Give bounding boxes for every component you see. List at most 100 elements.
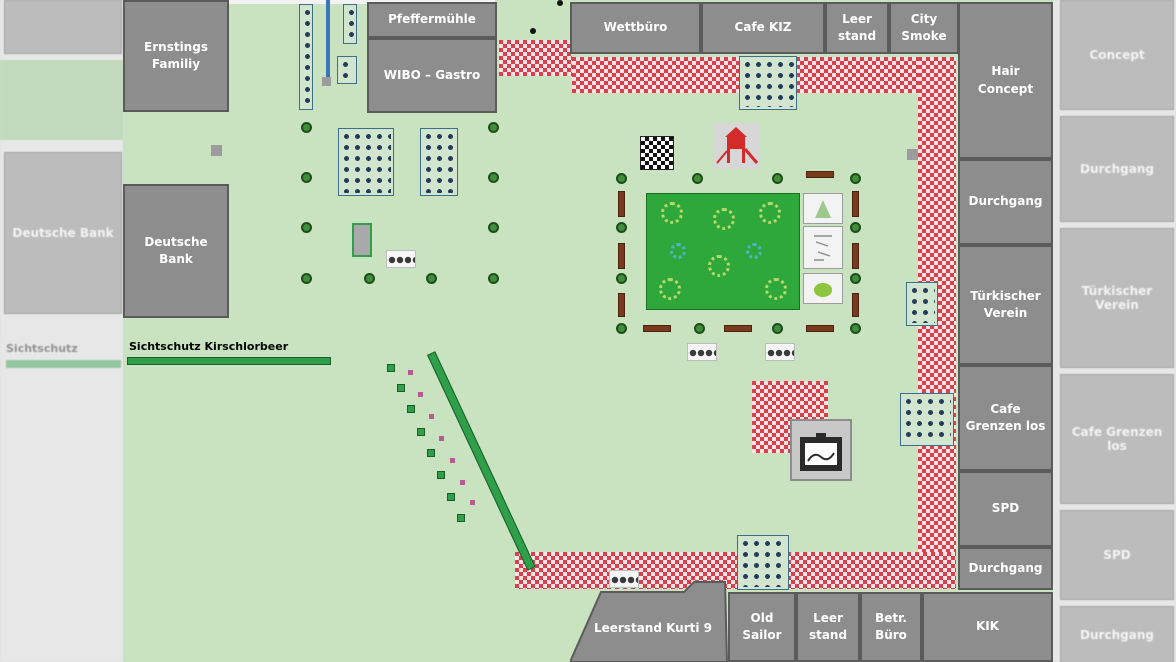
- table-set-icon: [343, 4, 357, 44]
- bike-rack-icon: [765, 343, 795, 361]
- white-path-top: [229, 0, 495, 4]
- pink-marker: [450, 458, 455, 463]
- bench-icon: [806, 171, 834, 178]
- building-ernstings: Ernstings Familiy: [123, 0, 229, 112]
- play-element-icon: [815, 199, 831, 218]
- bg-label-left-1: Deutsche Bank: [12, 226, 114, 240]
- bg-label-right-2: Durchgang: [1080, 162, 1154, 176]
- planter: [457, 514, 465, 522]
- tree-icon: [772, 323, 783, 334]
- pink-marker: [418, 392, 423, 397]
- table-set-icon: [337, 56, 357, 84]
- play-element-icon: [814, 282, 832, 297]
- tree-icon: [301, 172, 312, 183]
- building-kik: KIK: [922, 592, 1053, 662]
- central-lawn: [646, 193, 800, 310]
- fountain-icon: [790, 419, 852, 481]
- bg-building-right-3: Türkischer Verein: [1060, 228, 1174, 368]
- label-old-sailor: Old Sailor: [742, 610, 782, 642]
- hedge-diagonal: [427, 351, 536, 571]
- bench-icon: [852, 191, 859, 217]
- blurred-background-left: Deutsche Bank Sichtschutz: [0, 0, 123, 662]
- planter: [387, 364, 395, 372]
- playground-icon: [713, 123, 759, 169]
- building-leerstand-kurti-shape: [570, 581, 729, 662]
- label-leerstand-kurti: Leerstand Kurti 9: [593, 621, 713, 635]
- building-betr-buero: Betr. Büro: [860, 592, 922, 662]
- table-set-icon: [338, 128, 394, 196]
- label-betr-buero: Betr. Büro: [875, 610, 907, 642]
- label-leerstand-bottom: Leer stand: [808, 610, 848, 642]
- building-leerstand-bottom: Leer stand: [796, 592, 860, 662]
- marker-pole-base: [322, 77, 331, 86]
- bg-building-right-6: Durchgang: [1060, 606, 1174, 662]
- planter: [437, 471, 445, 479]
- flower-bed-icon: [708, 255, 730, 277]
- tree-icon: [772, 173, 783, 184]
- building-wettbuero: Wettbüro: [570, 2, 701, 54]
- blurred-background-right: Concept Durchgang Türkischer Verein Cafe…: [1052, 0, 1176, 662]
- bench-icon: [643, 325, 671, 332]
- bg-lawn-left: [0, 60, 123, 140]
- marker-dot: [530, 28, 536, 34]
- bg-building-left-1: [4, 0, 122, 54]
- building-durchgang-2: Durchgang: [958, 547, 1053, 590]
- label-cafe-kiz: Cafe KIZ: [734, 20, 792, 35]
- tree-icon: [850, 222, 861, 233]
- marker-right: [907, 149, 918, 160]
- tree-icon: [426, 273, 437, 284]
- tree-icon: [616, 273, 627, 284]
- info-sketch-icon: [814, 234, 832, 261]
- building-durchgang-1: Durchgang: [958, 159, 1053, 245]
- blue-water-channel: [326, 0, 330, 80]
- building-cafe-grenzenlos: Cafe Grenzen los: [958, 365, 1053, 471]
- pink-marker: [429, 414, 434, 419]
- bench-icon: [618, 243, 625, 269]
- table-set-icon: [420, 128, 458, 196]
- tree-icon: [488, 172, 499, 183]
- tree-icon: [616, 173, 627, 184]
- hedge-kirschlorbeer: [127, 357, 331, 365]
- building-wibo: WIBO – Gastro: [367, 38, 497, 113]
- planter: [397, 384, 405, 392]
- tree-icon: [488, 273, 499, 284]
- pink-marker: [460, 480, 465, 485]
- label-spd: SPD: [991, 501, 1020, 516]
- paving-top-left: [499, 40, 572, 76]
- site-plan: Ernstings Familiy Deutsche Bank Pfefferm…: [123, 0, 1053, 662]
- pink-marker: [439, 436, 444, 441]
- tree-icon: [692, 173, 703, 184]
- bench-icon: [852, 293, 859, 317]
- label-tuerkischer-verein: Türkischer Verein: [970, 288, 1041, 320]
- planter: [417, 428, 425, 436]
- building-old-sailor: Old Sailor: [728, 592, 796, 662]
- bg-label-right-3: Türkischer Verein: [1081, 284, 1153, 312]
- bench-icon: [618, 191, 625, 217]
- building-spd: SPD: [958, 471, 1053, 547]
- bg-label-left-2: Sichtschutz: [6, 342, 78, 355]
- label-city-smoke: City Smoke: [901, 11, 947, 43]
- building-tuerkischer-verein: Türkischer Verein: [958, 245, 1053, 365]
- building-city-smoke: City Smoke: [889, 2, 959, 54]
- bench-icon: [724, 325, 752, 332]
- bench-icon: [618, 293, 625, 317]
- label-wibo: WIBO – Gastro: [383, 67, 481, 82]
- playground-tower-drawing: [716, 127, 759, 164]
- bg-label-right-4: Cafe Grenzen los: [1071, 425, 1163, 453]
- building-hair-concept: Hair Concept: [958, 2, 1053, 159]
- tree-icon: [488, 122, 499, 133]
- tree-icon: [616, 222, 627, 233]
- label-leerstand-top: Leer stand: [837, 11, 877, 43]
- tree-icon: [301, 222, 312, 233]
- flower-bed-icon: [661, 202, 683, 224]
- bg-building-right-1: Concept: [1060, 0, 1174, 110]
- label-cafe-grenzenlos: Cafe Grenzen los: [965, 401, 1046, 433]
- pink-marker: [408, 370, 413, 375]
- paving-bottom: [515, 552, 956, 589]
- label-pfeffermuehle: Pfeffermühle: [388, 12, 476, 27]
- bg-hedge-left: [6, 360, 121, 368]
- bench-icon: [806, 325, 834, 332]
- bg-label-right-5: SPD: [1103, 548, 1131, 562]
- flower-bed-icon: [746, 243, 762, 259]
